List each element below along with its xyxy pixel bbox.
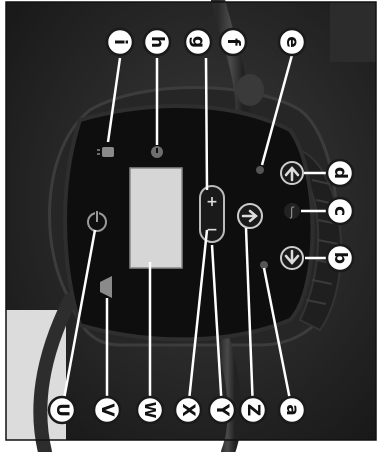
callout-label-i: i: [110, 39, 130, 45]
arrow-up-button[interactable]: [281, 162, 303, 184]
indicator-dot-e: [256, 166, 264, 174]
arrow-down-button[interactable]: [281, 247, 303, 269]
lcd-display: [130, 168, 182, 268]
callout-Z: Z: [240, 397, 266, 423]
callout-label-V: V: [97, 403, 117, 417]
callout-V: V: [94, 397, 120, 423]
warning-light-icon: [151, 146, 163, 158]
callout-Y: Y: [209, 397, 235, 423]
callout-f: f: [220, 29, 246, 55]
callout-label-e: e: [282, 36, 302, 48]
callout-label-h: h: [147, 36, 167, 48]
callout-h: h: [144, 29, 170, 55]
hazard-button[interactable]: ʃ: [284, 203, 300, 219]
callout-U: U: [49, 397, 75, 423]
arrow-right-button[interactable]: [238, 204, 262, 228]
callout-a: a: [279, 397, 305, 423]
callout-c: c: [327, 198, 353, 224]
callout-label-b: b: [330, 252, 350, 264]
speed-minus-icon: −: [206, 222, 218, 238]
indicator-dot-a: [260, 261, 268, 269]
callout-label-c: c: [330, 206, 350, 216]
callout-label-d: d: [330, 167, 350, 179]
callout-label-W: W: [141, 402, 159, 419]
photo-upper-right: [330, 2, 376, 62]
callout-X: X: [175, 397, 201, 423]
callout-label-Y: Y: [212, 403, 232, 417]
callout-label-f: f: [223, 38, 243, 46]
callout-d: d: [327, 160, 353, 186]
callout-g: g: [185, 29, 211, 55]
callout-label-g: g: [188, 36, 208, 48]
callout-i: i: [107, 29, 133, 55]
knob: [236, 74, 264, 106]
callout-b: b: [327, 245, 353, 271]
callout-label-X: X: [178, 403, 198, 416]
callout-label-a: a: [282, 404, 302, 415]
callout-label-U: U: [52, 403, 72, 417]
speed-buttons[interactable]: + −: [200, 186, 224, 242]
speed-plus-icon: +: [206, 194, 218, 210]
callout-e: e: [279, 29, 305, 55]
callout-label-Z: Z: [243, 404, 263, 416]
control-panel: [65, 106, 313, 339]
callout-W: W: [137, 397, 163, 423]
